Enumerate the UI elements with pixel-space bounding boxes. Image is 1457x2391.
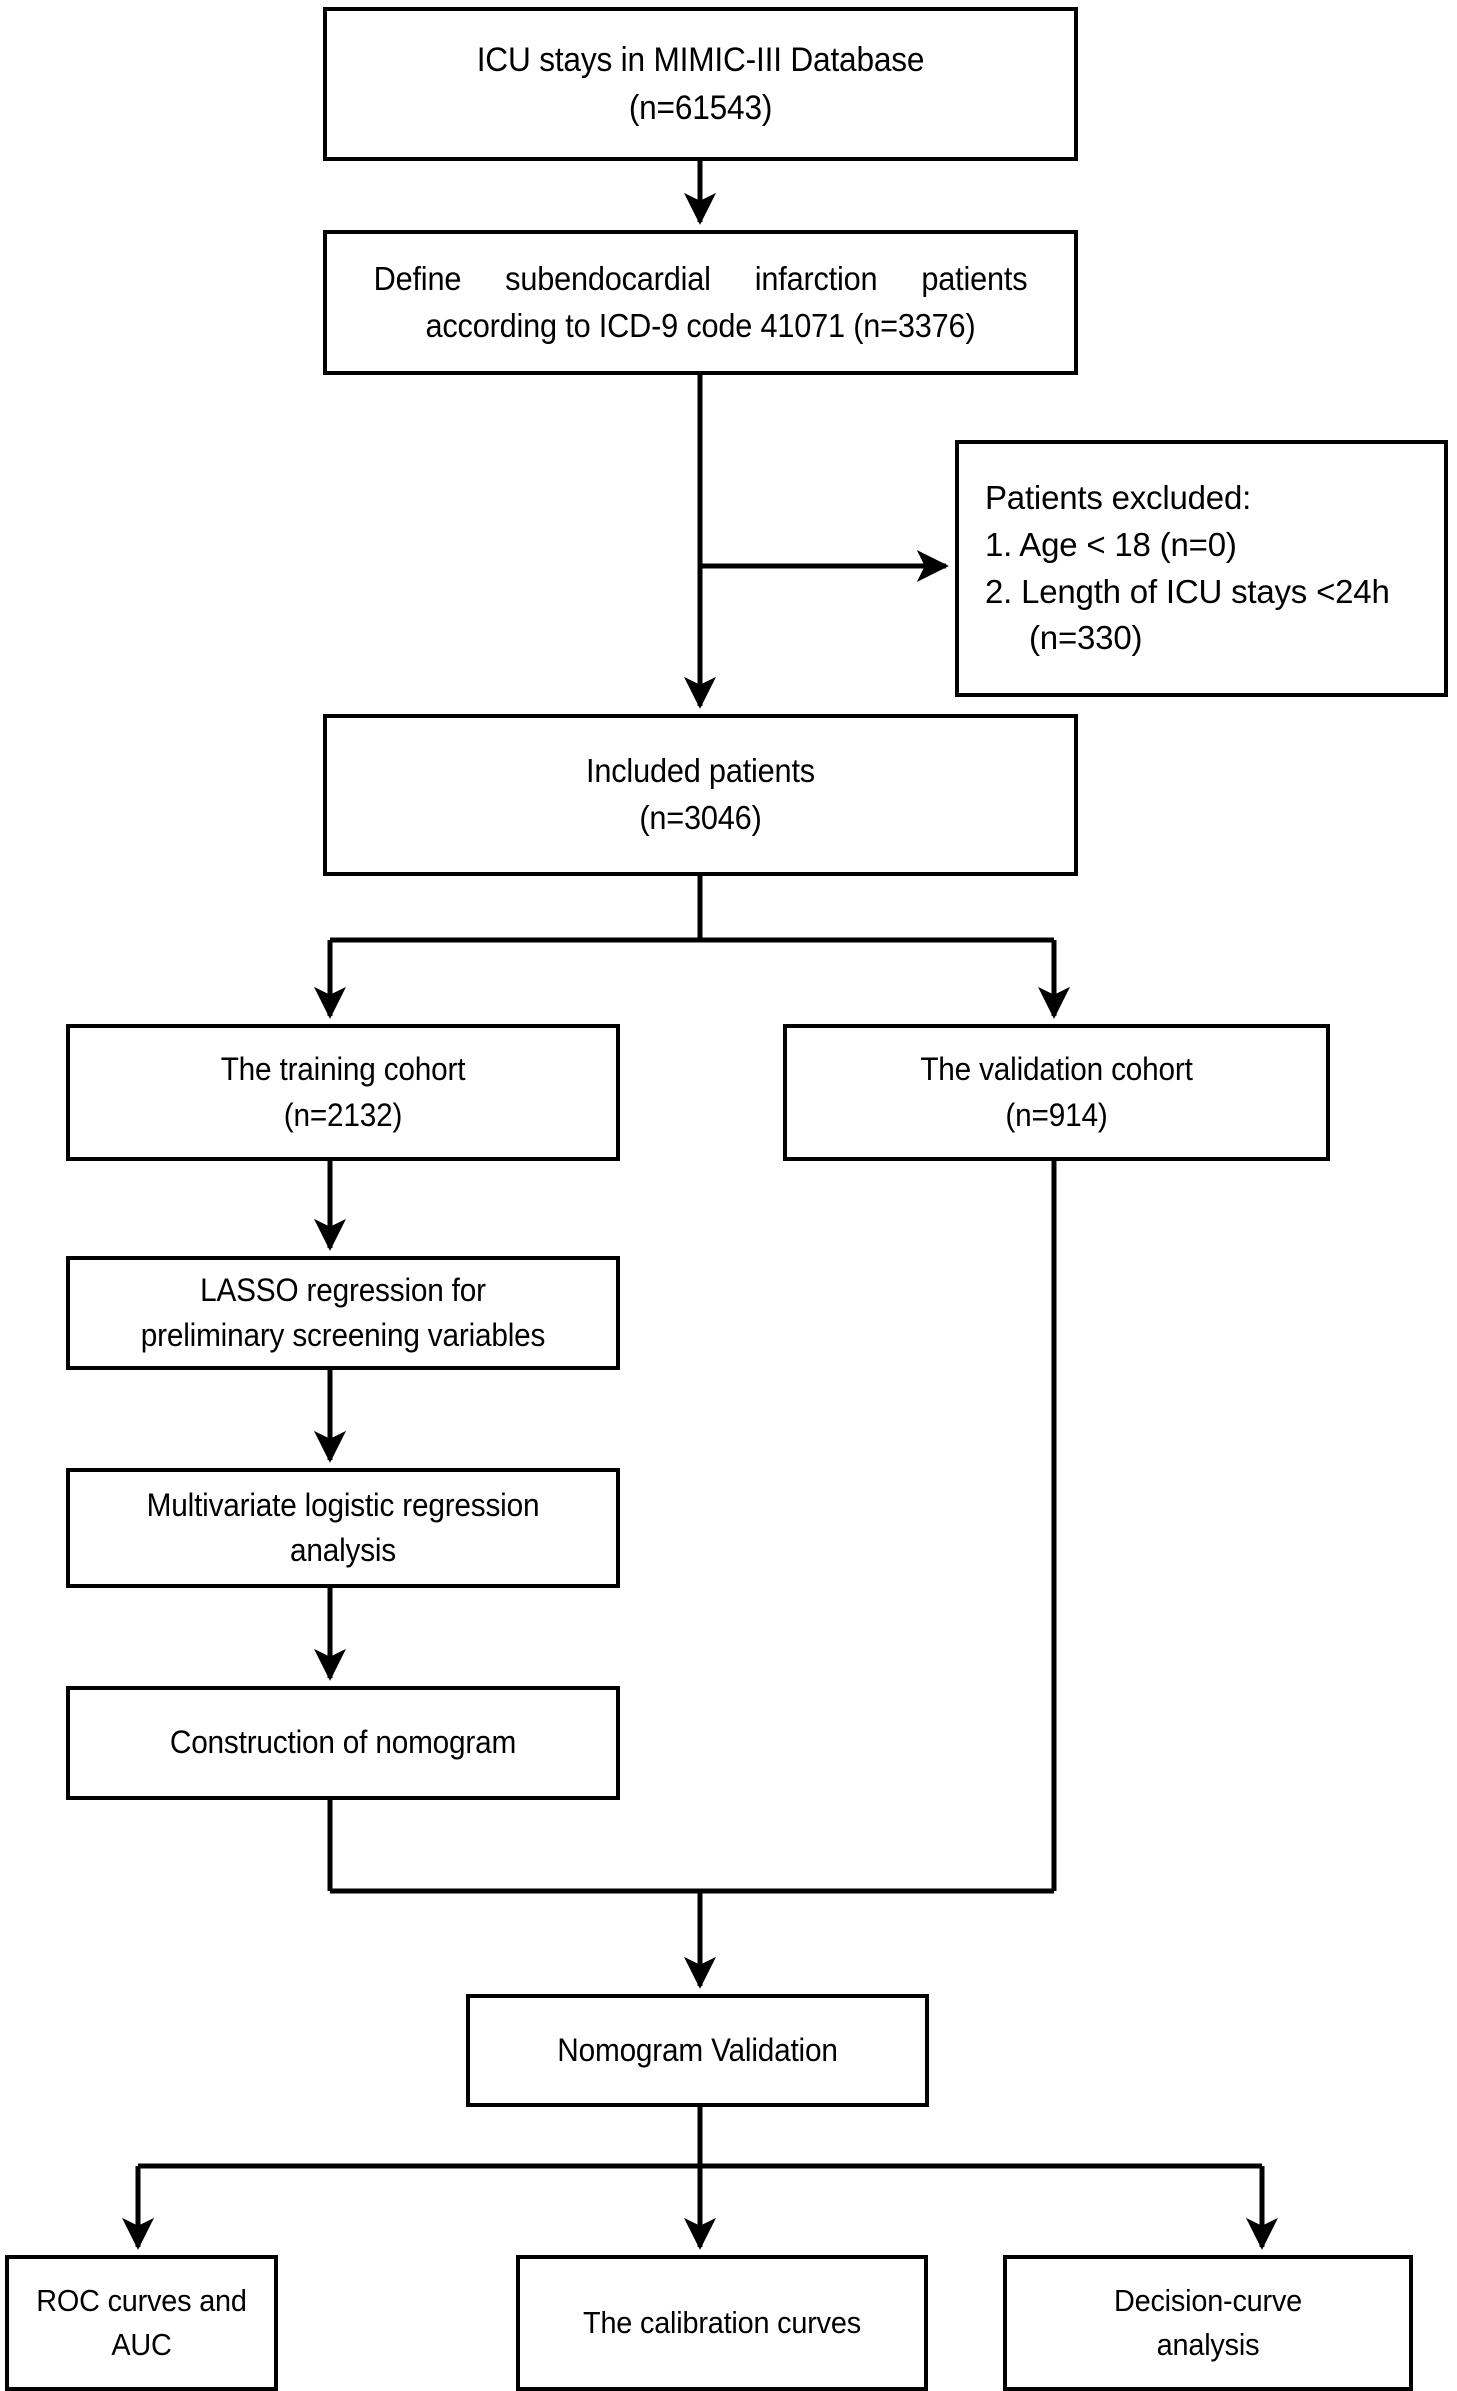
excluded-item-2: 2. Length of ICU stays <24h [985,569,1390,616]
node-training-cohort-line2: (n=2132) [283,1096,403,1133]
excluded-item-2-number: 2. [985,572,1013,610]
node-validation-cohort[interactable]: The validation cohort (n=914) [783,1024,1330,1161]
node-multivariate-line1: Multivariate logistic regression [146,1486,540,1523]
node-decision-curve-analysis[interactable]: Decision-curve analysis [1003,2255,1413,2391]
node-multivariate-regression[interactable]: Multivariate logistic regression analysi… [66,1468,620,1588]
node-lasso-regression[interactable]: LASSO regression for preliminary screeni… [66,1256,620,1370]
excluded-item-1-text: Age < 18 (n=0) [1019,525,1237,563]
define-word-2: subendocardial [505,259,711,297]
excluded-item-1: 1. Age < 18 (n=0) [985,522,1237,569]
excluded-item-2-text: Length of ICU stays <24h [1021,572,1390,610]
node-icu-stays-line2: (n=61543) [628,89,773,127]
node-nomogram-validation-line1: Nomogram Validation [557,2031,838,2068]
node-calibration-curves[interactable]: The calibration curves [516,2255,928,2391]
node-multivariate-line2: analysis [289,1532,397,1568]
node-construction-nomogram[interactable]: Construction of nomogram [66,1686,620,1800]
node-decision-curve-line2: analysis [1156,2327,1260,2362]
node-define-patients[interactable]: Define subendocardial infarction patient… [323,230,1078,375]
node-calibration-curves-line1: The calibration curves [583,2304,861,2340]
node-roc-curves-line1: ROC curves and AUC [36,2282,247,2362]
define-word-3: infarction [754,259,878,297]
node-nomogram-validation[interactable]: Nomogram Validation [466,1994,929,2107]
define-word-1: Define [373,259,462,297]
excluded-item-2-continuation: (n=330) [1029,619,1143,657]
node-validation-cohort-line1: The validation cohort [920,1051,1193,1088]
node-define-patients-line1: Define subendocardial infarction patient… [353,256,1048,303]
node-included-patients-line2: (n=3046) [639,799,762,836]
node-icu-stays-line1: ICU stays in MIMIC-III Database [476,40,925,79]
excluded-heading: Patients excluded: [985,478,1252,516]
node-construction-line1: Construction of nomogram [169,1724,517,1761]
node-included-patients-line1: Included patients [586,752,815,790]
node-validation-cohort-line2: (n=914) [1005,1096,1108,1133]
node-lasso-line2: preliminary screening variables [140,1317,546,1353]
node-training-cohort[interactable]: The training cohort (n=2132) [66,1024,620,1161]
define-word-4: patients [921,259,1028,297]
node-lasso-line1: LASSO regression for [200,1271,486,1308]
node-icu-stays[interactable]: ICU stays in MIMIC-III Database (n=61543… [323,7,1078,161]
node-included-patients[interactable]: Included patients (n=3046) [323,714,1078,876]
node-patients-excluded[interactable]: Patients excluded: 1. Age < 18 (n=0) 2. … [955,440,1448,697]
node-decision-curve-line1: Decision-curve [1113,2282,1303,2318]
node-training-cohort-line1: The training cohort [220,1051,466,1088]
node-roc-curves[interactable]: ROC curves and AUC [5,2255,278,2391]
node-define-patients-line2: according to ICD-9 code 41071 (n=3376) [425,306,976,344]
excluded-item-1-number: 1. [985,525,1013,563]
